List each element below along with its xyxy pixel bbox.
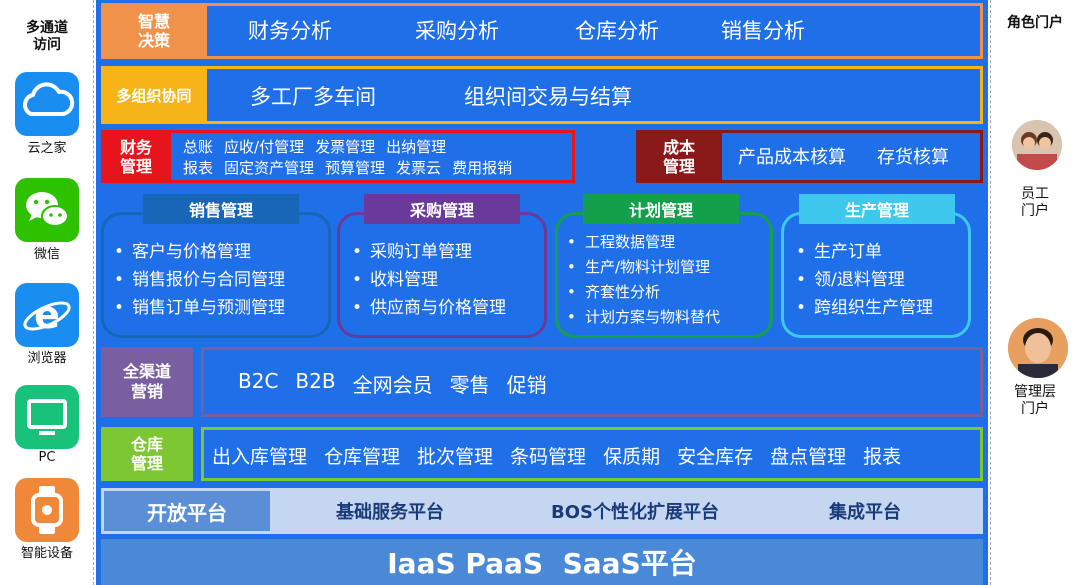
list-item[interactable]: •采购订单管理 [352,242,472,262]
marketing-item-retail[interactable]: 零售 [449,373,490,397]
list-item[interactable]: •供应商与价格管理 [352,298,506,318]
marketing-row [201,347,983,417]
finance-item-cashier[interactable]: 出纳管理 [386,138,447,156]
manager-avatar[interactable] [1008,318,1068,378]
warehouse-item-stocktake[interactable]: 盘点管理 [770,446,847,468]
platform-open[interactable]: 开放平台 [104,491,270,531]
smart-item-purchase[interactable]: 采购分析 [415,19,499,43]
svg-text:e: e [34,293,60,337]
platform-integration[interactable]: 集成平台 [829,502,901,523]
finance-item-expense[interactable]: 费用报销 [452,159,513,177]
channel-label-browser: 浏览器 [27,351,67,366]
smart-item-sales[interactable]: 销售分析 [721,19,805,43]
warehouse-item-storage[interactable]: 仓库管理 [324,446,401,468]
monitor-icon[interactable] [15,385,79,449]
sales-module-title[interactable]: 销售管理 [143,194,299,224]
list-item[interactable]: •跨组织生产管理 [796,298,933,318]
finance-item-budget[interactable]: 预算管理 [325,159,386,177]
multi-org-item-settlement[interactable]: 组织间交易与结算 [464,85,632,109]
list-item[interactable]: •客户与价格管理 [114,242,251,262]
marketing-items: B2C B2B 全网会员 零售 促销 [238,369,547,398]
finance-line-1: 总账 应收/付管理 发票管理 出纳管理 [183,136,446,157]
finance-item-invoice[interactable]: 发票管理 [315,138,376,156]
cost-tag: 成本 管理 [636,130,722,183]
finance-item-report[interactable]: 报表 [183,159,214,177]
finance-item-ledger[interactable]: 总账 [183,138,214,156]
finance-line-2: 报表 固定资产管理 预算管理 发票云 费用报销 [183,157,512,178]
list-item[interactable]: •销售报价与合同管理 [114,270,285,290]
wechat-icon[interactable] [15,178,79,242]
list-item[interactable]: •销售订单与预测管理 [114,298,285,318]
production-module-list: •生产订单 •领/退料管理 •跨组织生产管理 [796,238,970,322]
list-item[interactable]: •收料管理 [352,270,438,290]
finance-item-fixed-assets[interactable]: 固定资产管理 [224,159,315,177]
marketing-item-b2c[interactable]: B2C [238,369,279,393]
cloud-stack-bar: IaaS PaaS SaaS平台 [101,539,983,585]
list-item[interactable]: •计划方案与物料替代 [567,308,721,326]
employee-avatar[interactable] [1012,120,1062,170]
warehouse-tag: 仓库 管理 [101,427,193,481]
list-item[interactable]: •齐套性分析 [567,283,661,301]
employee-portal-label: 员工 门户 [1021,186,1049,219]
smart-item-warehouse[interactable]: 仓库分析 [575,19,659,43]
list-item[interactable]: •领/退料管理 [796,270,905,290]
warehouse-item-report[interactable]: 报表 [863,446,902,468]
marketing-item-b2b[interactable]: B2B [295,369,336,393]
warehouse-item-barcode[interactable]: 条码管理 [510,446,587,468]
plan-module-title[interactable]: 计划管理 [583,194,739,224]
marketing-item-promotion[interactable]: 促销 [506,373,547,397]
warehouse-item-batch[interactable]: 批次管理 [417,446,494,468]
role-portal-title: 角色门户 [1007,15,1063,31]
cost-item-product[interactable]: 产品成本核算 [738,147,846,168]
list-item[interactable]: •生产订单 [796,242,882,262]
architecture-main [96,0,988,585]
finance-item-invoice-cloud[interactable]: 发票云 [396,159,442,177]
plan-module-list: •工程数据管理 •生产/物料计划管理 •齐套性分析 •计划方案与物料替代 [567,230,771,330]
multi-org-item-factory[interactable]: 多工厂多车间 [250,85,376,109]
platform-basic-service[interactable]: 基础服务平台 [336,502,444,523]
cloud-icon[interactable] [15,72,79,136]
smart-decision-row [101,3,983,59]
browser-e-icon[interactable]: e [15,283,79,347]
finance-tag: 财务 管理 [101,130,171,183]
warehouse-items: 出入库管理 仓库管理 批次管理 条码管理 保质期 安全库存 盘点管理 报表 [212,442,901,469]
channel-label-pc: PC [38,450,56,465]
finance-item-receivable[interactable]: 应收/付管理 [224,138,305,156]
warehouse-item-safety-stock[interactable]: 安全库存 [677,446,754,468]
cost-item-inventory[interactable]: 存货核算 [877,147,949,168]
warehouse-item-inout[interactable]: 出入库管理 [212,446,308,468]
purchase-module-title[interactable]: 采购管理 [364,194,520,224]
watch-icon[interactable] [15,478,79,542]
marketing-tag: 全渠道 营销 [101,347,193,417]
smart-item-finance[interactable]: 财务分析 [248,19,332,43]
multi-channel-title: 多通道 访问 [26,20,68,53]
platform-bos-extension[interactable]: BOS个性化扩展平台 [551,502,719,523]
purchase-module-list: •采购订单管理 •收料管理 •供应商与价格管理 [352,238,546,322]
production-module-title[interactable]: 生产管理 [799,194,955,224]
manager-portal-label: 管理层 门户 [1014,384,1056,417]
channel-label-yunzhijia: 云之家 [27,141,67,156]
list-item[interactable]: •生产/物料计划管理 [567,258,711,276]
marketing-item-member[interactable]: 全网会员 [352,373,433,397]
list-item[interactable]: •工程数据管理 [567,233,676,251]
warehouse-item-shelf-life[interactable]: 保质期 [603,446,661,468]
multi-org-tag: 多组织协同 [101,66,207,124]
channel-label-wechat: 微信 [33,247,60,262]
smart-decision-tag: 智慧 决策 [101,3,207,59]
warehouse-row [201,427,983,481]
channel-label-smart-device: 智能设备 [20,546,73,561]
role-portal-panel [990,0,1080,585]
sales-module-list: •客户与价格管理 •销售报价与合同管理 •销售订单与预测管理 [114,238,328,322]
